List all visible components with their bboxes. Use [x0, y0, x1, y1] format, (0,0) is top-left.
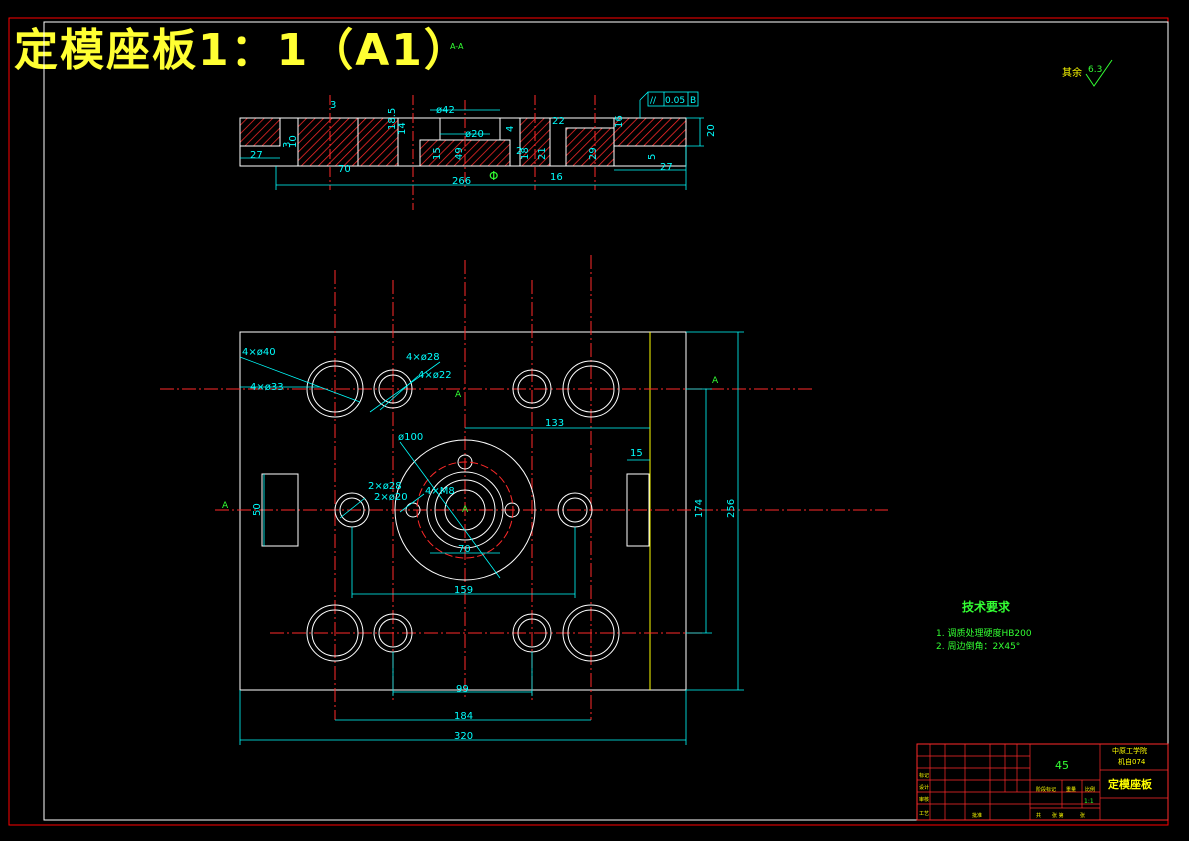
dim-70: 70	[458, 544, 471, 555]
dim-4: 4	[505, 126, 516, 132]
bolt-circle	[416, 461, 514, 559]
tb-school-1: 中原工学院	[1112, 746, 1147, 755]
section-mark-top: A	[455, 390, 462, 400]
dim-49: 49	[454, 147, 465, 160]
section-hatch-left2	[297, 117, 359, 167]
dim-133: 133	[545, 418, 564, 429]
dim-10: 10	[288, 135, 299, 148]
tb-sheet-2: 张	[1080, 812, 1085, 819]
tb-col-0: 阶段标记	[1036, 786, 1056, 793]
section-mark-left: A	[222, 501, 229, 511]
dim-4x40: 4×ø40	[242, 347, 276, 358]
title-block: 45 中原工学院 机自074 定模座板 1:1 标记 设计 审核 工艺 阶段标记…	[916, 743, 1169, 821]
dim-16b: 16	[550, 172, 563, 183]
dim-15: 15	[432, 147, 443, 160]
dim-4x33: 4×ø33	[250, 382, 284, 393]
sheet-title: 定模座板1：1（A1）	[14, 25, 470, 76]
tb-part-name: 定模座板	[1108, 777, 1153, 791]
m8-left	[405, 502, 421, 518]
dim-42: ø42	[436, 105, 455, 116]
dim-2: 2	[516, 146, 522, 157]
tech-item-2: 2. 周边倒角：2X45°	[936, 640, 1020, 652]
tb-row-0: 标记	[919, 772, 929, 779]
slot-left	[261, 473, 299, 547]
tb-col-1: 重量	[1066, 786, 1076, 793]
tb-material: 45	[1055, 759, 1069, 772]
dim-29: 29	[588, 147, 599, 160]
hole-40-bl	[306, 604, 364, 662]
section-view: A-A	[239, 42, 1113, 210]
tb-sheet-1: 张 第	[1052, 812, 1064, 819]
dim-100: ø100	[398, 432, 423, 443]
tb-col-2: 比例	[1085, 786, 1095, 793]
plan-view: 4×ø40 4×ø33 4×ø28 4×ø22 ø100 133 15 2×ø2…	[160, 255, 888, 745]
tb-row-3: 工艺	[919, 811, 929, 817]
dim-22: 22	[552, 116, 565, 127]
flange-100	[394, 439, 536, 581]
section-mark-right: A	[712, 376, 719, 386]
dim-20r: 20	[706, 124, 717, 137]
hole-40-br	[562, 604, 620, 662]
dim-174: 174	[694, 499, 705, 518]
dim-3: 3	[330, 100, 336, 111]
section-mark-center: A	[462, 505, 469, 515]
tolerance-symbol: //	[650, 96, 657, 106]
section-hatch-left	[239, 117, 281, 147]
dim-27l: 27	[250, 150, 263, 161]
m8-top	[457, 454, 473, 470]
hole-28-tr	[512, 369, 552, 409]
hole-28-tl	[373, 369, 413, 409]
inner-frame	[43, 21, 1169, 821]
dim-20: ø20	[465, 129, 484, 140]
dim-99: 99	[456, 684, 469, 695]
dim-3r: 3	[282, 142, 293, 148]
dim-184: 184	[454, 711, 473, 722]
surface-note: 其余	[1062, 66, 1082, 79]
dim-4xm8: 4×M8	[425, 486, 455, 497]
tech-requirements: 技术要求 1. 调质处理硬度HB200 2. 周边倒角：2X45°	[936, 599, 1032, 652]
dim-320: 320	[454, 731, 473, 742]
dim-256: 256	[726, 499, 737, 518]
tb-sheet-0: 共	[1036, 812, 1041, 819]
dim-15: 15	[630, 448, 643, 459]
tb-row-1: 设计	[919, 784, 929, 791]
dim-2x20: 2×ø20	[374, 492, 408, 503]
section-hatch-right	[613, 117, 687, 147]
dim-16: 16	[614, 115, 625, 128]
dim-70: 70	[338, 164, 351, 175]
surface-symbol	[1085, 59, 1113, 87]
tech-item-1: 1. 调质处理硬度HB200	[936, 627, 1032, 639]
bore-outer	[426, 471, 504, 549]
tb-row-2: 审核	[919, 796, 929, 803]
section-hatch-mid	[357, 117, 399, 167]
tolerance-value: 0.05	[665, 96, 685, 106]
dim-18: 18	[520, 147, 531, 160]
hole-40-tr	[562, 360, 620, 418]
dim-4x22: 4×ø22	[418, 370, 452, 381]
surface-value: 6.3	[1088, 65, 1102, 75]
tb-scale: 1:1	[1084, 798, 1094, 805]
section-bore	[439, 117, 501, 141]
tech-title: 技术要求	[962, 599, 1011, 614]
dim-21: 21	[537, 147, 548, 160]
section-label: A-A	[450, 42, 464, 51]
tolerance-frame	[647, 91, 699, 107]
tb-school-2: 机自074	[1118, 757, 1146, 766]
dim-5: 5	[647, 154, 658, 160]
dim-266: 266	[452, 176, 471, 187]
datum-mark: Φ	[489, 169, 498, 183]
plate-outline	[239, 331, 687, 691]
tolerance-datum: B	[690, 96, 696, 106]
hole-40-tl	[306, 360, 364, 418]
dim-2x28: 2×ø28	[368, 481, 402, 492]
dim-50: 50	[252, 503, 263, 516]
dim-159: 159	[454, 585, 473, 596]
dim-4x28: 4×ø28	[406, 352, 440, 363]
tb-approve: 批准	[972, 812, 982, 819]
dim-18-5: 18.5	[387, 108, 398, 130]
slot-right	[626, 473, 650, 547]
dim-14: 14	[397, 122, 408, 135]
dim-27r: 27	[660, 162, 673, 173]
